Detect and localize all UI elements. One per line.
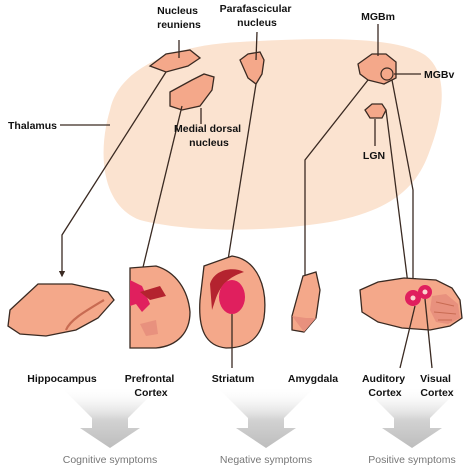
projection-reuniens-hippocampus <box>58 71 167 278</box>
pointer-auditory <box>399 305 416 369</box>
pointer-parafascicular <box>255 31 258 61</box>
label-hippocampus: Hippocampus <box>27 373 97 385</box>
striatum-shape <box>199 255 266 349</box>
label-medial-dorsal: Medial dorsal nucleus <box>174 123 244 149</box>
label-thalamus: Thalamus <box>8 120 57 132</box>
label-parafascicular: Parafascicular nucleus <box>220 3 295 29</box>
positive-arrow <box>362 386 462 448</box>
label-striatum: Striatum <box>212 373 255 385</box>
hippocampus-fold <box>64 299 105 331</box>
label-nucleus-reuniens: Nucleus reuniens <box>157 5 201 31</box>
parafascicular-nucleus-shape <box>239 51 265 85</box>
label-lgn: LGN <box>363 150 385 162</box>
mgbv-shape <box>380 67 394 81</box>
label-positive-symptoms: Positive symptoms <box>368 454 456 466</box>
label-cognitive-symptoms: Cognitive symptoms <box>63 454 158 466</box>
negative-arrow <box>216 386 316 448</box>
label-amygdala: Amygdala <box>288 373 338 385</box>
auditory-visual-brain-shape <box>359 277 463 331</box>
label-prefrontal: Prefrontal Cortex <box>125 373 178 399</box>
label-mgbm: MGBm <box>361 11 395 23</box>
pointer-visual <box>424 298 433 369</box>
projection-mgbv-auditory <box>391 79 417 285</box>
projection-mgbm-amygdala <box>301 79 369 298</box>
amygdala-shade <box>292 316 316 332</box>
label-negative-symptoms: Negative symptoms <box>220 454 312 466</box>
label-mgbv: MGBv <box>424 69 454 81</box>
label-visual: Visual Cortex <box>420 373 454 399</box>
hippocampus-shape <box>7 283 115 337</box>
medial-dorsal-nucleus-shape <box>169 73 215 111</box>
label-auditory: Auditory Cortex <box>362 373 408 399</box>
cognitive-arrow <box>60 386 160 448</box>
projection-mediodorsal-prefrontal <box>136 105 183 290</box>
prefrontal-cortex-shape <box>129 265 191 349</box>
